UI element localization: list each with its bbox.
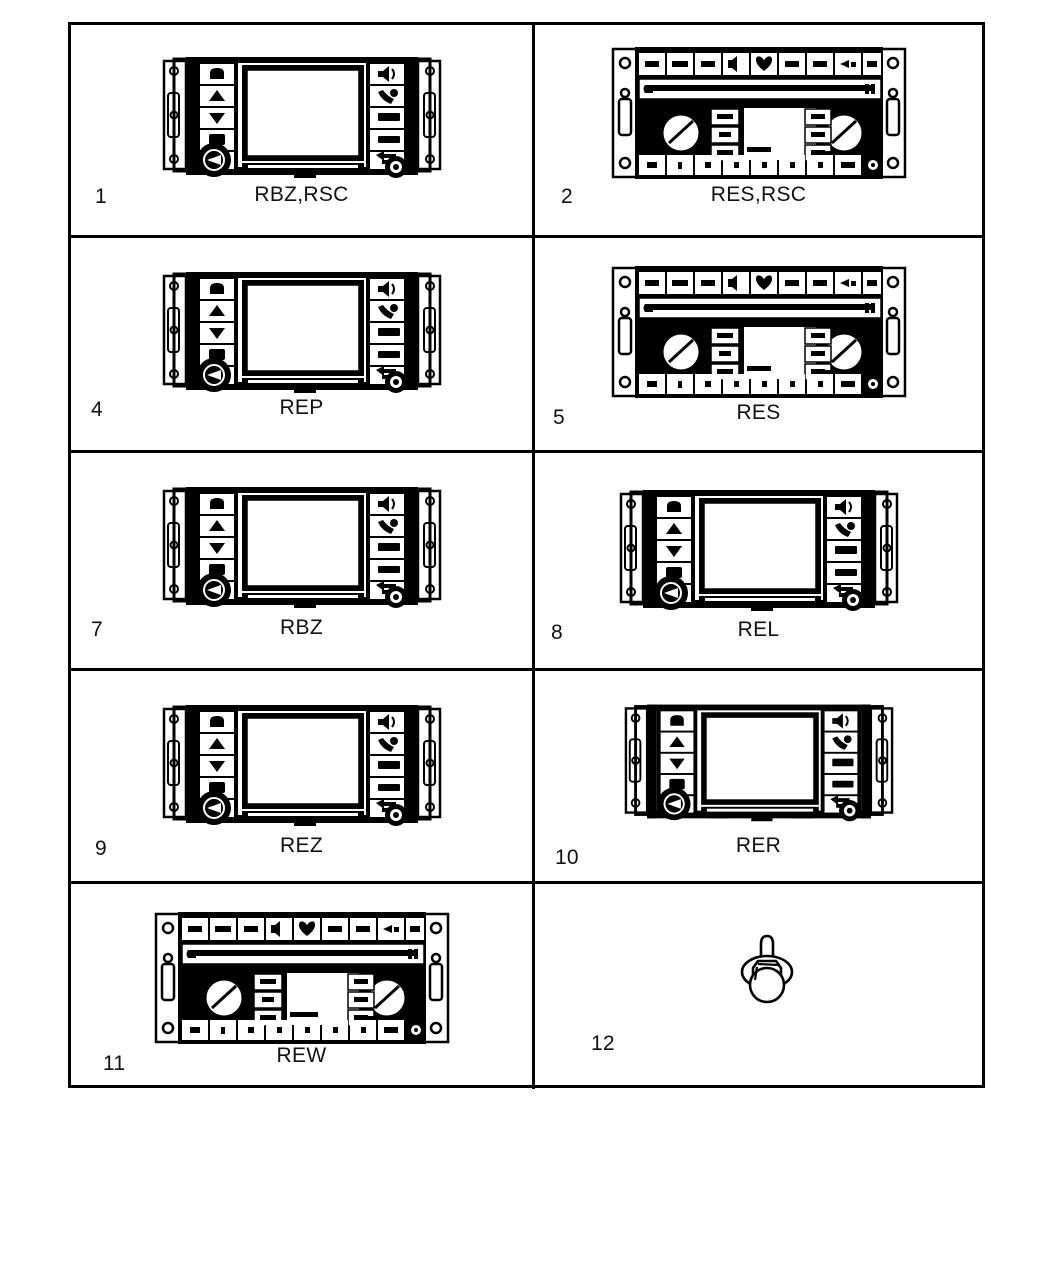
callout-number: 2 [561, 185, 573, 208]
model-code-label: RER [735, 834, 782, 857]
cd-radio-illustration-11 [152, 906, 452, 1051]
callout-number: 10 [555, 846, 579, 869]
callout-number: 5 [553, 406, 565, 429]
callout-number: 9 [95, 837, 107, 860]
parts-cell-1[interactable]: 1 RBZ,RSC [71, 25, 535, 235]
diagram-row-5: 11 REW [71, 884, 982, 1089]
parts-cell-4[interactable]: 4 REP [71, 238, 535, 450]
navigation-radio-illustration-4 [162, 260, 442, 400]
parts-cell-5[interactable]: 5 RES [535, 238, 982, 450]
diagram-row-4: 9 REZ [71, 671, 982, 884]
model-code-label: REL [737, 618, 780, 641]
model-code-label: RES [736, 401, 781, 424]
parts-cell-12[interactable]: 12 [535, 884, 982, 1089]
model-code-label: RES,RSC [710, 183, 807, 206]
diagram-row-2: 4 REP [71, 238, 982, 453]
callout-number: 8 [551, 621, 563, 644]
cd-radio-illustration-2 [609, 41, 909, 186]
navigation-radio-illustration-7 [162, 475, 442, 615]
callout-number: 7 [91, 618, 103, 641]
diagram-row-3: 7 RBZ [71, 453, 982, 671]
cd-radio-illustration-5 [609, 260, 909, 405]
callout-number: 4 [91, 398, 103, 421]
callout-number: 11 [103, 1052, 126, 1075]
model-code-label: RBZ [280, 616, 323, 639]
parts-cell-2[interactable]: 2 RES,RSC [535, 25, 982, 235]
model-code-label: REZ [280, 834, 323, 857]
parts-cell-9[interactable]: 9 REZ [71, 671, 535, 881]
navigation-radio-illustration-1 [162, 45, 442, 185]
model-code-label: REP [279, 396, 324, 419]
navigation-radio-illustration-8 [619, 478, 899, 618]
callout-number: 1 [95, 185, 107, 208]
parts-cell-11[interactable]: 11 REW [71, 884, 535, 1089]
callout-number: 12 [591, 1032, 615, 1055]
parts-cell-10[interactable]: 10 RER [535, 671, 982, 881]
parts-diagram-grid: 1 RBZ,RSC [68, 22, 985, 1089]
parts-cell-7[interactable]: 7 RBZ [71, 453, 535, 668]
navigation-radio-illustration-10 [624, 693, 894, 828]
navigation-radio-illustration-9 [162, 693, 442, 833]
diagram-row-1: 1 RBZ,RSC [71, 25, 982, 238]
model-code-label: RBZ,RSC [254, 183, 349, 206]
model-code-label: REW [276, 1044, 327, 1067]
parts-cell-8[interactable]: 8 REL [535, 453, 982, 668]
screw-fastener-illustration-12 [735, 932, 799, 1006]
